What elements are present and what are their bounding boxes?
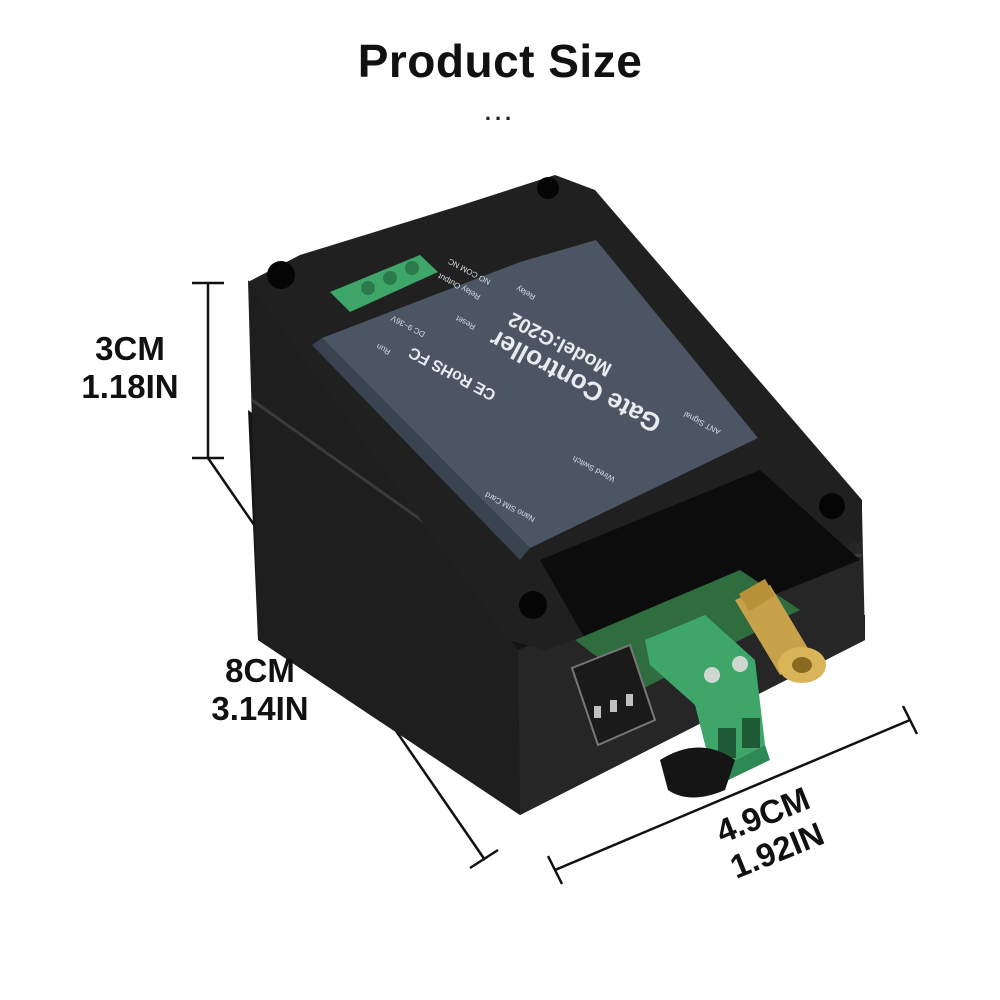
height-in: 1.18IN bbox=[81, 367, 179, 405]
page-title: Product Size bbox=[357, 35, 643, 87]
length-in: 3.14IN bbox=[211, 689, 309, 727]
sim-card-slot bbox=[570, 643, 657, 747]
title-ellipsis: ... bbox=[484, 100, 516, 125]
length-dimension-label: 8CM 3.14IN bbox=[195, 652, 325, 728]
mounting-tab bbox=[660, 747, 735, 798]
housing-left-side bbox=[248, 280, 520, 815]
height-cm: 3CM bbox=[95, 330, 165, 367]
wired-switch-terminal-block bbox=[645, 615, 770, 785]
power-terminal-block bbox=[330, 255, 438, 312]
length-cm: 8CM bbox=[225, 652, 295, 689]
label-panel bbox=[322, 240, 758, 548]
pcb-compartment bbox=[540, 470, 860, 665]
antenna-sma-connector bbox=[735, 578, 826, 683]
width-dimension-line bbox=[546, 705, 919, 885]
gate-controller-device: Gate Controller Model:G202 CE RoHS FC Na… bbox=[248, 175, 865, 815]
height-dimension-label: 3CM 1.18IN bbox=[60, 330, 200, 406]
